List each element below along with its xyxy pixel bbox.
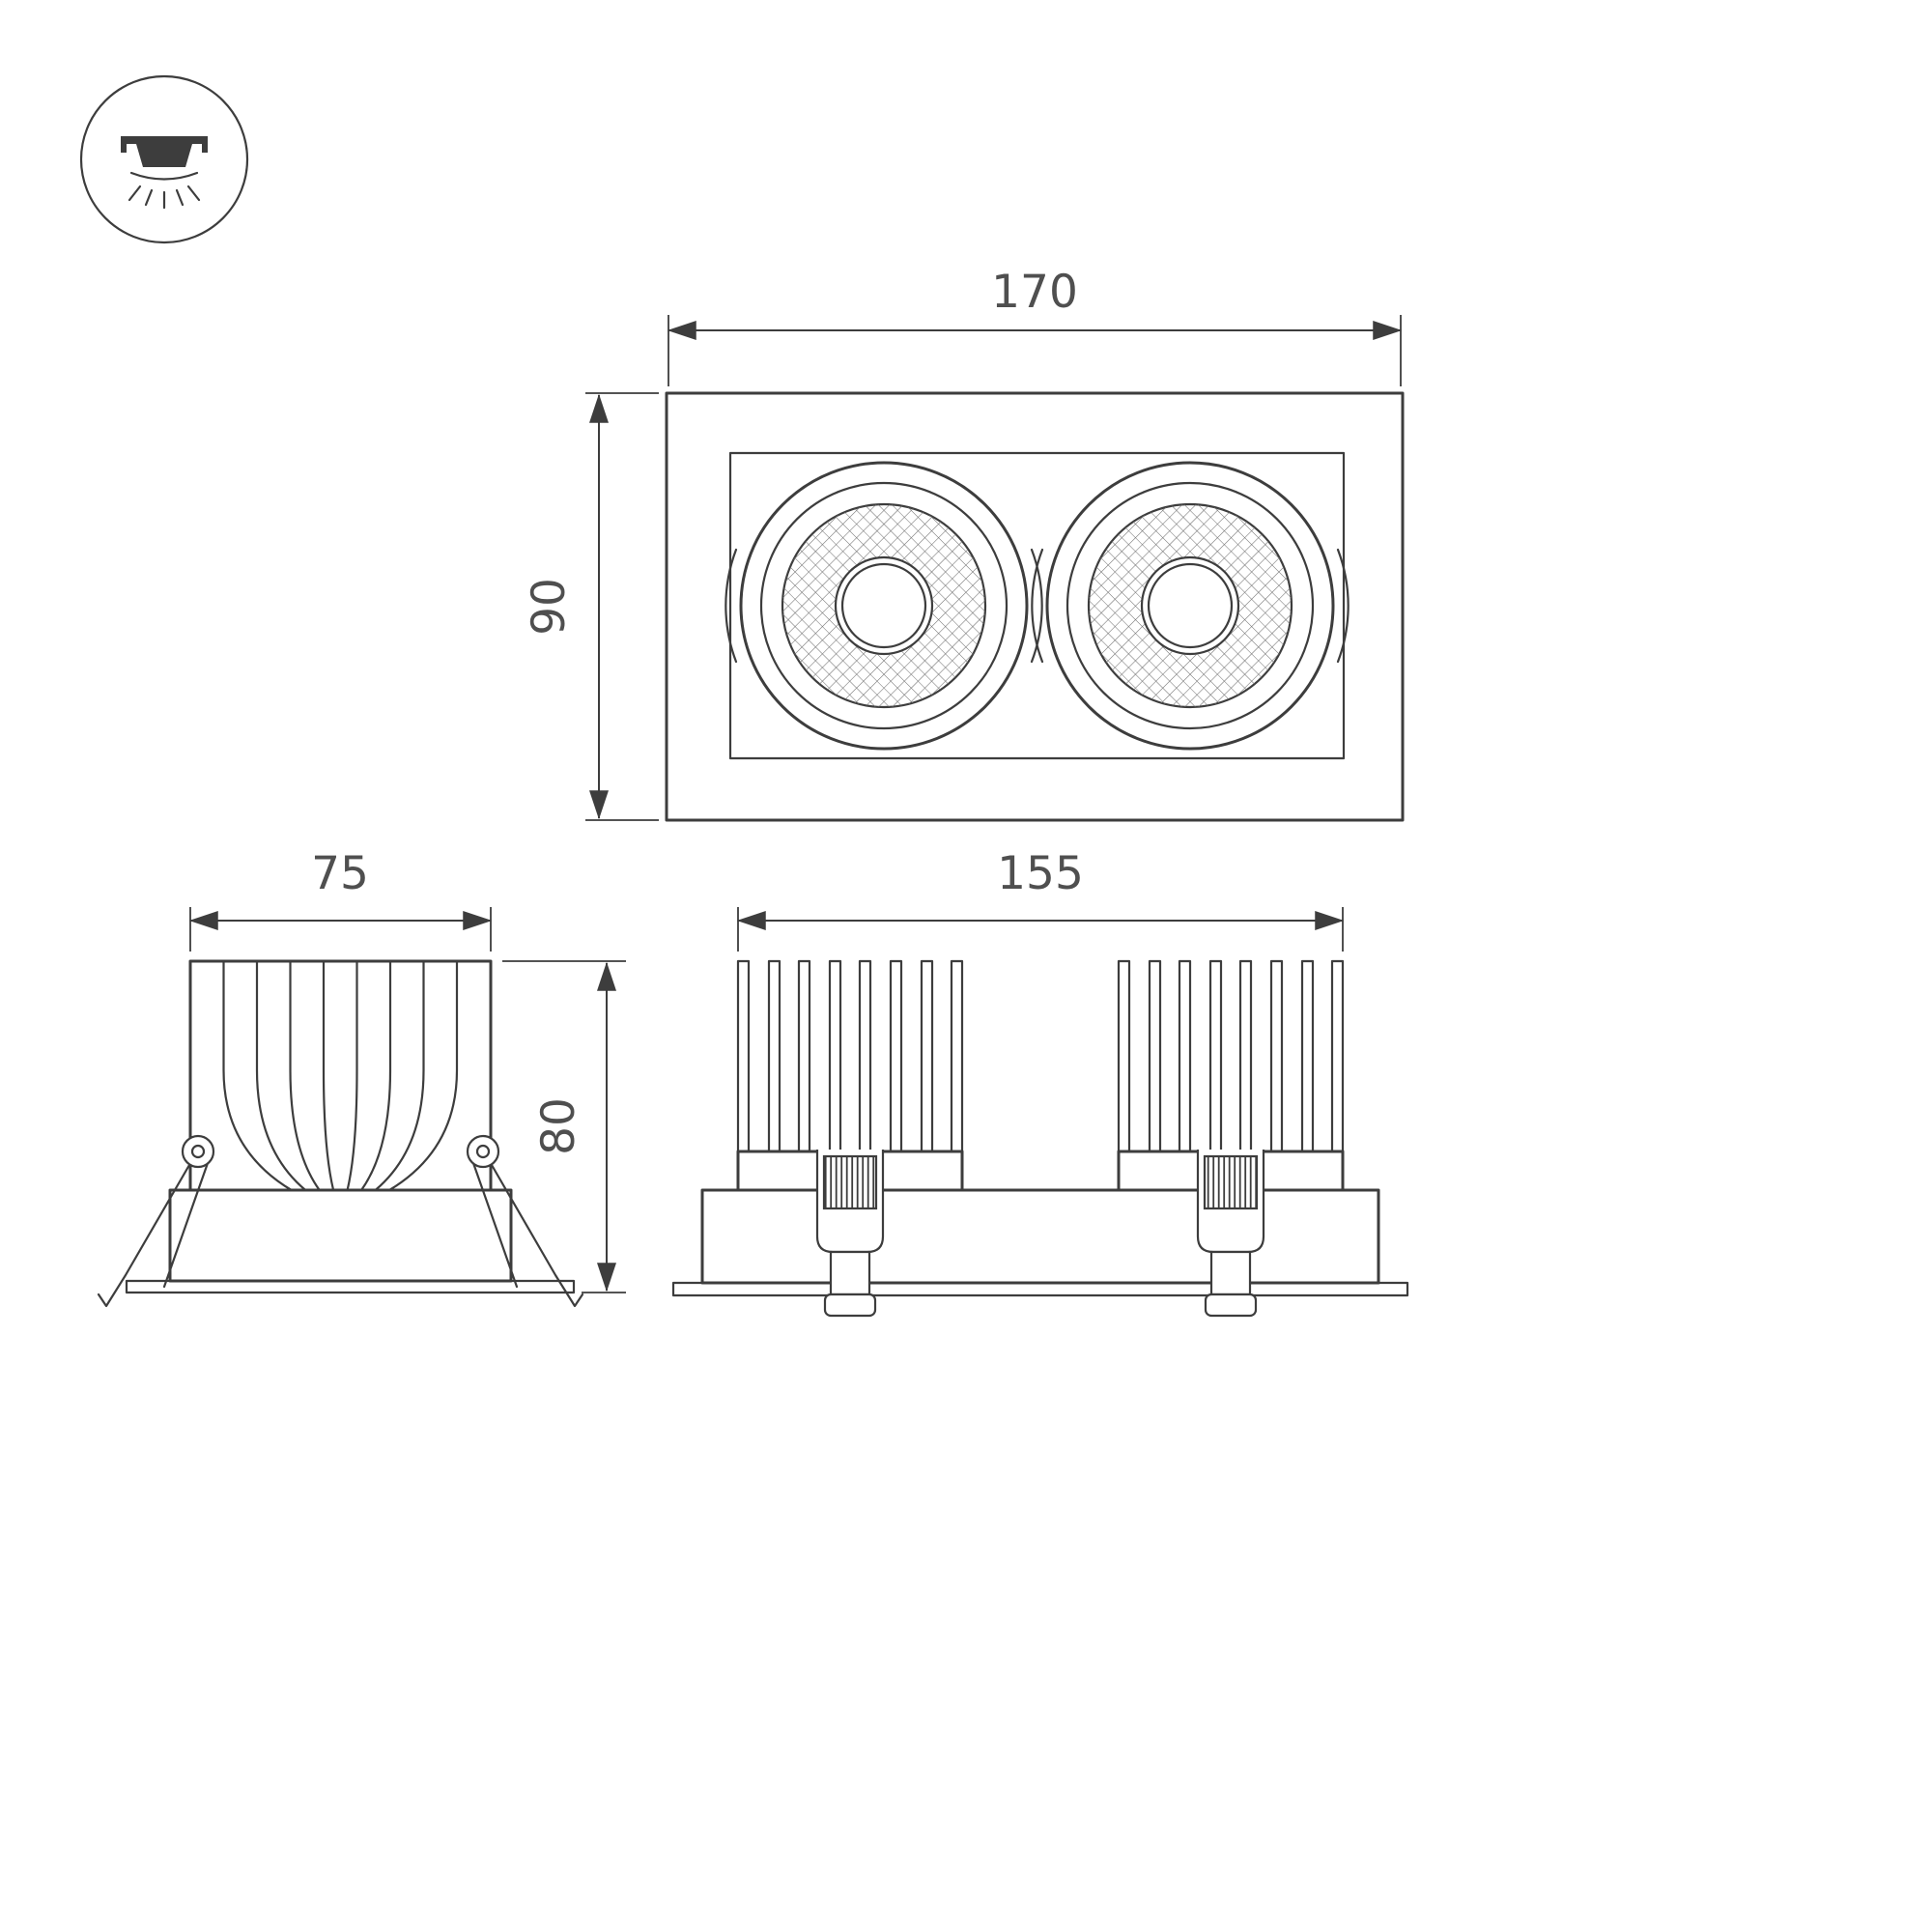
front-inner-frame	[728, 451, 1346, 760]
dim-front-width: 170	[667, 266, 1403, 386]
dim-label-side-width: 75	[311, 847, 369, 900]
dim-label-front-height: 90	[523, 578, 576, 636]
icon-ceiling-bracket	[121, 136, 208, 153]
icon-light-rays	[128, 185, 201, 210]
side-view	[97, 959, 584, 1308]
dim-rear-width: 155	[736, 847, 1345, 952]
side-trim-flange	[125, 1279, 576, 1294]
recessed-downlight-icon	[79, 74, 249, 244]
icon-lamp-body	[136, 144, 192, 167]
dim-label-rear-width: 155	[997, 847, 1084, 900]
side-heatsink-fins	[222, 959, 459, 1192]
rear-body	[700, 1188, 1380, 1285]
lamp-right	[1030, 461, 1350, 751]
front-view	[665, 391, 1405, 822]
dim-label-side-height: 80	[532, 1097, 585, 1155]
dim-front-height: 90	[523, 392, 659, 821]
rear-fins-left	[736, 959, 964, 1153]
rear-view	[671, 959, 1409, 1318]
dim-label-front-width: 170	[991, 266, 1078, 319]
spring-clip-right	[466, 1134, 584, 1308]
icon-circle	[79, 74, 249, 244]
front-outer-frame	[665, 391, 1405, 822]
rear-fins-right	[1117, 959, 1345, 1153]
dim-side-height: 80	[502, 960, 626, 1293]
icon-diffuser-arc	[129, 171, 199, 181]
rear-flange	[671, 1281, 1409, 1297]
side-trim-body	[168, 1188, 513, 1283]
side-heatsink-outline	[188, 959, 493, 1192]
rear-clip-right	[1196, 1150, 1265, 1318]
rear-clip-left	[815, 1150, 885, 1318]
spring-clip-left	[97, 1134, 215, 1308]
dim-side-width: 75	[188, 847, 493, 952]
lamp-left	[724, 461, 1044, 751]
